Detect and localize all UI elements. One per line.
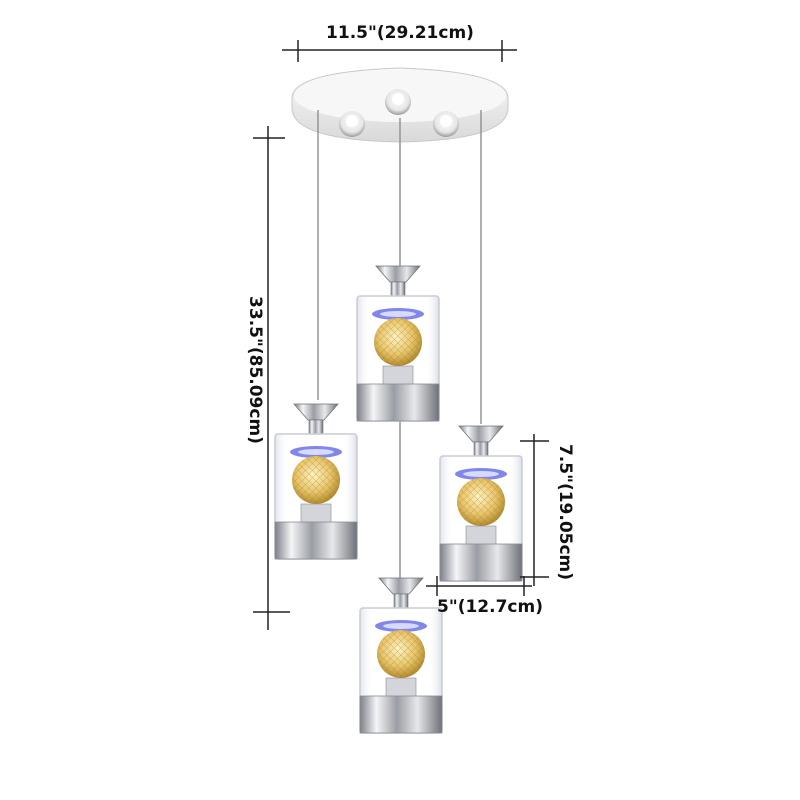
height-dimension: 33.5"(85.09cm) — [245, 126, 290, 630]
height-label: 33.5"(85.09cm) — [245, 296, 265, 444]
pendant-shade-right — [439, 425, 523, 582]
shade-height-dimension: 7.5"(19.05cm) — [520, 434, 575, 586]
pendant-shade-bottom — [359, 577, 443, 734]
shade-height-label: 7.5"(19.05cm) — [555, 444, 575, 580]
suspension-cords — [317, 110, 482, 578]
width-label: 11.5"(29.21cm) — [326, 23, 474, 43]
canopy-bulb — [433, 111, 459, 137]
shade-width-dimension: 5"(12.7cm) — [426, 576, 543, 617]
pendant-shade-top — [356, 265, 440, 422]
canopy-bulb — [339, 111, 365, 137]
shade-width-label: 5"(12.7cm) — [437, 597, 543, 617]
width-dimension: 11.5"(29.21cm) — [282, 23, 517, 62]
pendant-shade-left — [274, 403, 358, 560]
canopy-bulb — [385, 89, 411, 115]
ceiling-canopy — [291, 67, 509, 143]
